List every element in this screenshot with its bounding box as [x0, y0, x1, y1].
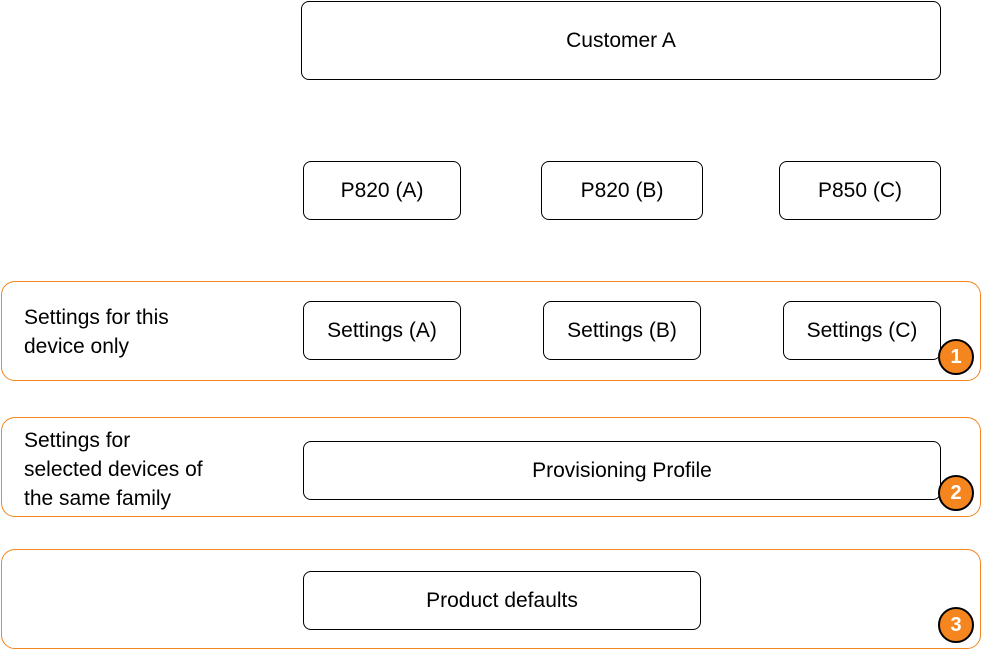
device-box-a: P820 (A) — [303, 161, 461, 220]
provisioning-profile-box: Provisioning Profile — [303, 441, 941, 500]
tier-2-description: Settings for selected devices of the sam… — [24, 429, 203, 510]
tier-1-badge: 1 — [938, 339, 974, 375]
settings-box-b: Settings (B) — [543, 301, 701, 360]
tier-profile-settings — [1, 417, 981, 517]
product-defaults-box: Product defaults — [303, 571, 701, 630]
settings-box-a: Settings (A) — [303, 301, 461, 360]
tier-1-description: Settings for this device only — [24, 306, 169, 358]
device-box-b: P820 (B) — [541, 161, 703, 220]
customer-box: Customer A — [301, 1, 941, 80]
tier-device-settings — [1, 281, 981, 381]
tier-2-badge: 2 — [938, 475, 974, 511]
settings-box-c: Settings (C) — [783, 301, 941, 360]
tier-product-defaults — [1, 549, 981, 649]
device-box-c: P850 (C) — [779, 161, 941, 220]
tier-3-badge: 3 — [938, 607, 974, 643]
